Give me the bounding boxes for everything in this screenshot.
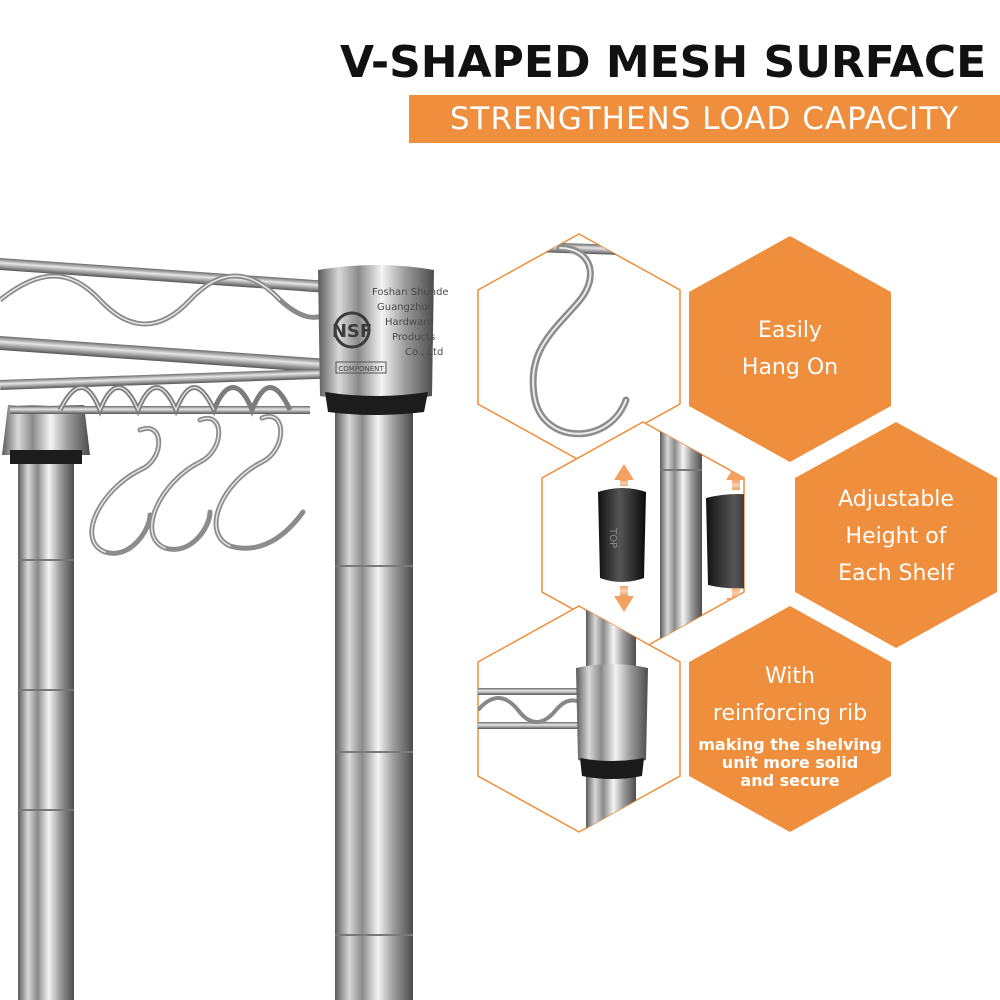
left-post (18, 440, 74, 1000)
feature-hang-line-1: Easily (757, 318, 823, 343)
post-connector-icon (576, 664, 648, 779)
arrow-up-down-icon (614, 464, 634, 612)
shelf-sleeve-icon (706, 494, 744, 589)
feature-rib-detail-2: unit more solid (721, 753, 859, 772)
nsf-logo-text: NSF (332, 321, 372, 342)
photo-hexagon-hook (477, 233, 681, 461)
feature-hexagon-hang (689, 236, 891, 462)
photo-hexagon-rib (477, 605, 681, 833)
cap-engraving-1: Foshan Shunde (372, 287, 449, 298)
cap-engraving-5: Co., Ltd (405, 347, 443, 358)
feature-adjustable-line-2: Height of (845, 524, 947, 549)
feature-hexagon-rib (689, 606, 891, 832)
headline: V-SHAPED MESH SURFACE (340, 37, 987, 88)
cap-engraving-2: Guangzhou (377, 302, 434, 313)
feature-adjustable-line-1: Adjustable (838, 487, 954, 512)
feature-label-hang: Easily Hang On (695, 312, 885, 386)
subheadline: STRENGTHENS LOAD CAPACITY (449, 101, 960, 137)
feature-hang-line-2: Hang On (741, 355, 839, 380)
feature-rib-line-1: With (765, 664, 815, 689)
subheadline-banner: STRENGTHENS LOAD CAPACITY (409, 95, 1000, 143)
feature-hexagon-adjustable (795, 422, 997, 648)
feature-label-adjustable: Adjustable Height of Each Shelf (795, 481, 997, 592)
sleeve-label: TOP (607, 527, 618, 548)
cap-engraving-3: Hardware (385, 317, 433, 328)
cap-engraving-4: Products (392, 332, 435, 343)
post-cap: NSF Foshan Shunde Guangzhou Hardware Pro… (318, 265, 449, 415)
feature-rib-line-2: reinforcing rib (712, 701, 868, 726)
shelf-corner: NSF Foshan Shunde Guangzhou Hardware Pro… (0, 258, 449, 1000)
feature-rib-detail-1: making the shelving (698, 735, 882, 754)
s-hook-icon (89, 414, 306, 556)
shelf-sleeve-icon: TOP (598, 488, 646, 582)
nsf-logo (333, 311, 371, 349)
right-post (335, 400, 413, 1000)
feature-rib-detail-3: and secure (740, 771, 840, 790)
cap-mark: COMPONENT (338, 365, 384, 373)
feature-label-rib: With reinforcing rib making the shelving… (689, 658, 891, 790)
feature-adjustable-line-3: Each Shelf (838, 561, 954, 586)
